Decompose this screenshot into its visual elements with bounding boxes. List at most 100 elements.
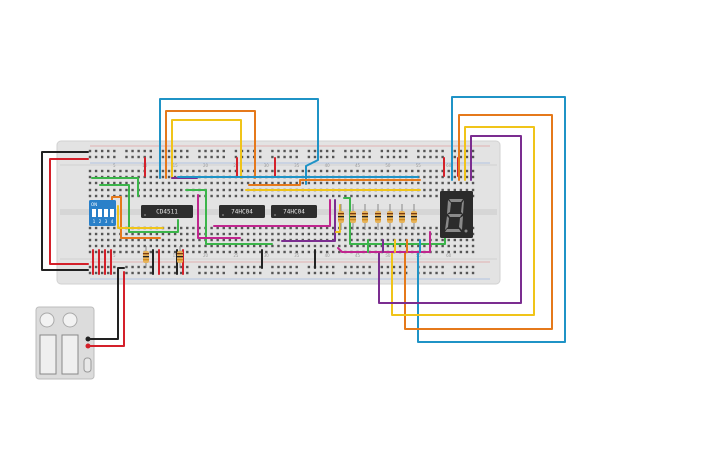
breadboard-hole[interactable] <box>398 271 402 275</box>
breadboard-hole[interactable] <box>113 149 116 153</box>
breadboard-hole[interactable] <box>368 155 371 159</box>
breadboard-hole[interactable] <box>319 155 323 159</box>
resistor[interactable] <box>387 204 393 230</box>
breadboard-hole[interactable] <box>173 169 177 173</box>
breadboard-hole[interactable] <box>113 244 116 248</box>
breadboard-hole[interactable] <box>94 188 98 192</box>
breadboard-hole[interactable] <box>149 155 152 159</box>
breadboard-hole[interactable] <box>283 181 286 185</box>
breadboard-hole[interactable] <box>265 226 268 230</box>
breadboard-hole[interactable] <box>222 149 225 153</box>
breadboard-hole[interactable] <box>252 271 256 275</box>
breadboard-hole[interactable] <box>368 244 371 248</box>
wire-display-orange[interactable] <box>404 114 553 330</box>
breadboard-hole[interactable] <box>192 238 195 242</box>
breadboard-hole[interactable] <box>374 169 377 173</box>
breadboard-hole[interactable] <box>259 238 262 242</box>
breadboard-hole[interactable] <box>100 238 104 242</box>
breadboard-hole[interactable] <box>429 194 432 198</box>
breadboard-hole[interactable] <box>107 194 110 198</box>
breadboard-hole[interactable] <box>107 238 110 242</box>
breadboard-hole[interactable] <box>155 188 159 192</box>
breadboard-hole[interactable] <box>94 265 98 269</box>
breadboard-hole[interactable] <box>216 155 219 159</box>
breadboard-hole[interactable] <box>100 226 104 230</box>
breadboard-hole[interactable] <box>186 149 189 153</box>
breadboard-hole[interactable] <box>301 244 304 248</box>
breadboard-hole[interactable] <box>119 169 122 173</box>
wire-green-right[interactable] <box>343 197 446 245</box>
breadboard-hole[interactable] <box>149 181 152 185</box>
breadboard-hole[interactable] <box>137 265 140 269</box>
breadboard-hole[interactable] <box>180 149 183 153</box>
breadboard-hole[interactable] <box>435 265 438 269</box>
breadboard-hole[interactable] <box>161 271 165 275</box>
breadboard-hole[interactable] <box>180 226 183 230</box>
breadboard-hole[interactable] <box>386 149 390 153</box>
breadboard-hole[interactable] <box>271 181 274 185</box>
breadboard-hole[interactable] <box>173 271 177 275</box>
breadboard-hole[interactable] <box>465 175 469 179</box>
breadboard-hole[interactable] <box>131 271 134 275</box>
breadboard-hole[interactable] <box>192 169 195 173</box>
breadboard-hole[interactable] <box>173 232 177 236</box>
breadboard-hole[interactable] <box>350 232 353 236</box>
breadboard-hole[interactable] <box>404 149 408 153</box>
breadboard-hole[interactable] <box>173 155 177 159</box>
wire-top-orange[interactable] <box>165 110 256 179</box>
breadboard-hole[interactable] <box>149 169 152 173</box>
breadboard-hole[interactable] <box>441 155 444 159</box>
breadboard-hole[interactable] <box>441 265 444 269</box>
breadboard-hole[interactable] <box>167 175 171 179</box>
breadboard-hole[interactable] <box>447 238 450 242</box>
breadboard-hole[interactable] <box>161 232 165 236</box>
breadboard-hole[interactable] <box>411 181 414 185</box>
breadboard-hole[interactable] <box>210 188 213 192</box>
breadboard-hole[interactable] <box>441 244 444 248</box>
breadboard-hole[interactable] <box>198 250 201 254</box>
breadboard-hole[interactable] <box>283 194 286 198</box>
breadboard-hole[interactable] <box>453 265 456 269</box>
breadboard-hole[interactable] <box>210 238 213 242</box>
breadboard-hole[interactable] <box>417 169 420 173</box>
breadboard-hole[interactable] <box>113 188 116 192</box>
breadboard-hole[interactable] <box>192 181 195 185</box>
breadboard-hole[interactable] <box>289 265 292 269</box>
breadboard-hole[interactable] <box>240 194 244 198</box>
breadboard-hole[interactable] <box>100 265 104 269</box>
breadboard-hole[interactable] <box>88 226 92 230</box>
breadboard-hole[interactable] <box>204 244 207 248</box>
breadboard-hole[interactable] <box>155 250 159 254</box>
breadboard-hole[interactable] <box>429 155 432 159</box>
breadboard-hole[interactable] <box>435 149 438 153</box>
breadboard-hole[interactable] <box>271 238 274 242</box>
breadboard-hole[interactable] <box>234 149 238 153</box>
breadboard-hole[interactable] <box>161 194 165 198</box>
breadboard-hole[interactable] <box>216 149 219 153</box>
breadboard-hole[interactable] <box>100 169 104 173</box>
breadboard-hole[interactable] <box>356 271 359 275</box>
breadboard-hole[interactable] <box>301 226 304 230</box>
breadboard-hole[interactable] <box>216 169 219 173</box>
wire-top-yellow[interactable] <box>171 119 242 179</box>
breadboard-hole[interactable] <box>332 271 335 275</box>
breadboard-hole[interactable] <box>100 244 104 248</box>
breadboard-hole[interactable] <box>417 244 420 248</box>
breadboard-hole[interactable] <box>252 226 256 230</box>
breadboard-hole[interactable] <box>325 194 329 198</box>
breadboard-hole[interactable] <box>392 226 396 230</box>
breadboard-hole[interactable] <box>338 181 341 185</box>
breadboard-hole[interactable] <box>283 265 286 269</box>
breadboard-hole[interactable] <box>240 265 244 269</box>
breadboard-hole[interactable] <box>173 250 177 254</box>
breadboard-hole[interactable] <box>289 244 292 248</box>
breadboard-hole[interactable] <box>186 181 189 185</box>
breadboard-hole[interactable] <box>289 169 292 173</box>
breadboard-hole[interactable] <box>167 244 171 248</box>
breadboard-hole[interactable] <box>107 265 110 269</box>
breadboard-hole[interactable] <box>441 250 444 254</box>
breadboard-hole[interactable] <box>471 194 475 198</box>
breadboard-hole[interactable] <box>332 155 335 159</box>
breadboard-hole[interactable] <box>368 232 371 236</box>
breadboard-hole[interactable] <box>88 149 92 153</box>
